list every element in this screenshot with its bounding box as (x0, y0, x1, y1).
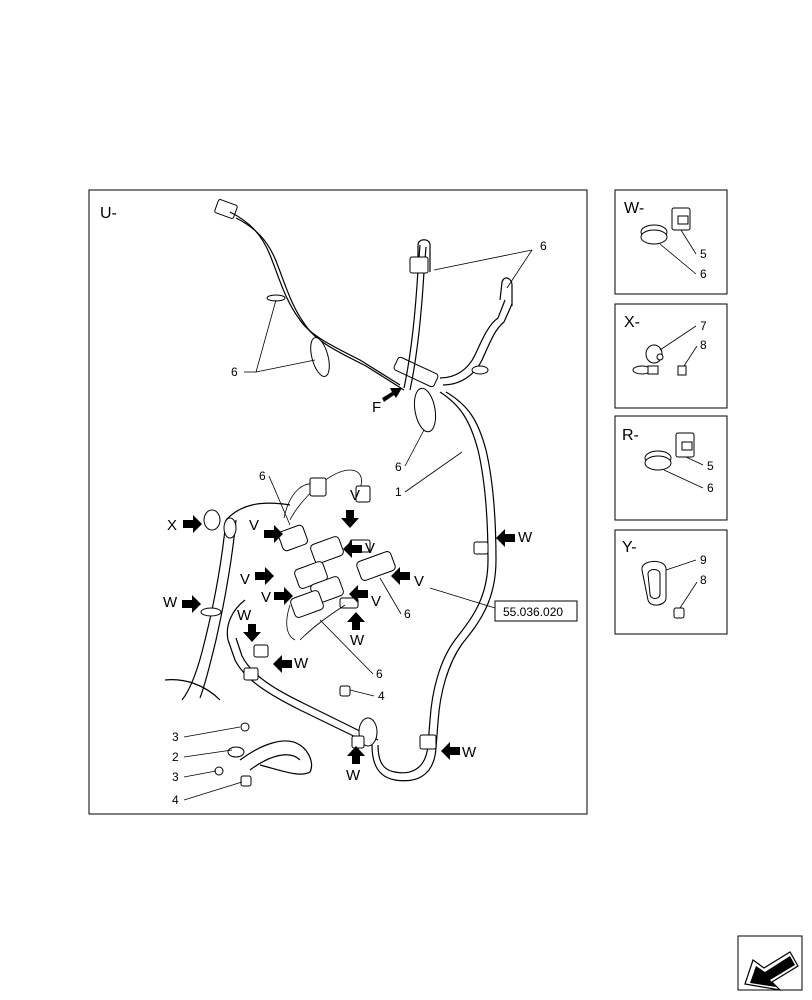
detail-label-y: Y- (622, 539, 637, 556)
callout-6-top: 6 (540, 239, 547, 253)
arrow-label-w5: W (350, 632, 365, 649)
detail-r-callout-6: 6 (707, 481, 714, 495)
arrow-label-w6: W (346, 767, 361, 784)
callout-4-bottom: 4 (172, 793, 179, 807)
view-arrows: F X V V V V V V V W W W W W W W (163, 388, 533, 784)
main-view-label: U- (100, 205, 117, 222)
valve-connectors (277, 524, 396, 618)
arrow-label-v6: V (371, 593, 381, 610)
arrow-v7-icon (391, 567, 410, 585)
callout-6-right-valve: 6 (404, 607, 411, 621)
arrow-v4-icon (255, 567, 274, 585)
detail-view-x: X- 7 8 (614, 303, 728, 409)
detail-view-r: R- 5 6 (614, 415, 728, 521)
arrow-label-w4: W (294, 655, 309, 672)
arrow-label-f: F (372, 399, 381, 416)
arrow-x-icon (183, 515, 202, 533)
callout-6-middle: 6 (395, 460, 402, 474)
arrow-w5-icon (347, 612, 365, 630)
detail-y-callout-8: 8 (700, 573, 707, 587)
detail-label-x: X- (624, 314, 640, 331)
callout-4-right: 4 (378, 689, 385, 703)
reference-box[interactable]: 55.036.020 (494, 600, 578, 622)
main-view-frame (88, 189, 588, 815)
callout-leaders (183, 249, 533, 801)
detail-x-callout-8: 8 (700, 338, 707, 352)
arrow-v3-icon (343, 540, 362, 558)
callout-3-upper: 3 (172, 730, 179, 744)
arrow-label-v3: V (365, 540, 375, 557)
arrow-label-v1: V (249, 517, 259, 534)
arrow-w2-icon (182, 595, 201, 613)
detail-label-w: W- (624, 200, 644, 217)
arrow-label-v7: V (414, 573, 424, 590)
arrow-w1-icon (496, 529, 515, 547)
arrow-v1-icon (264, 525, 283, 543)
detail-w-callout-5: 5 (700, 247, 707, 261)
arrow-label-x: X (167, 517, 177, 534)
arrow-v5-icon (274, 587, 293, 605)
detail-y-callout-9: 9 (700, 553, 707, 567)
detail-r-callout-5: 5 (707, 459, 714, 473)
arrow-v6-icon (349, 585, 368, 603)
reference-label: 55.036.020 (503, 605, 563, 619)
detail-x-callout-7: 7 (700, 319, 707, 333)
detail-view-y: Y- 9 8 (614, 529, 728, 635)
wiring-harness (164, 199, 513, 787)
arrow-label-v2: V (350, 487, 360, 504)
callout-6-valve: 6 (259, 469, 266, 483)
arrow-w6-icon (347, 746, 365, 764)
detail-w-callout-6: 6 (700, 267, 707, 281)
detail-label-r: R- (622, 427, 639, 444)
arrow-label-w7: W (462, 744, 477, 761)
arrow-label-w1: W (518, 529, 533, 546)
arrow-label-w2: W (163, 594, 178, 611)
arrow-label-w3: W (237, 607, 252, 624)
arrow-w3-icon (243, 624, 261, 642)
arrow-w4-icon (273, 655, 292, 673)
arrow-label-v5: V (261, 589, 271, 606)
callout-2: 2 (172, 750, 179, 764)
next-page-arrow-icon[interactable] (737, 935, 803, 991)
callout-6-lower: 6 (376, 667, 383, 681)
arrow-f-icon (382, 388, 402, 402)
detail-view-w: W- 5 6 (614, 189, 728, 295)
arrow-v2-icon (341, 510, 359, 528)
callout-1: 1 (395, 485, 402, 499)
arrow-label-v4: V (240, 571, 250, 588)
callout-6-left: 6 (231, 365, 238, 379)
callout-numbers: 6 6 6 1 6 6 6 4 3 2 3 4 (172, 239, 547, 807)
arrow-w7-icon (441, 742, 460, 760)
callout-3-lower: 3 (172, 770, 179, 784)
